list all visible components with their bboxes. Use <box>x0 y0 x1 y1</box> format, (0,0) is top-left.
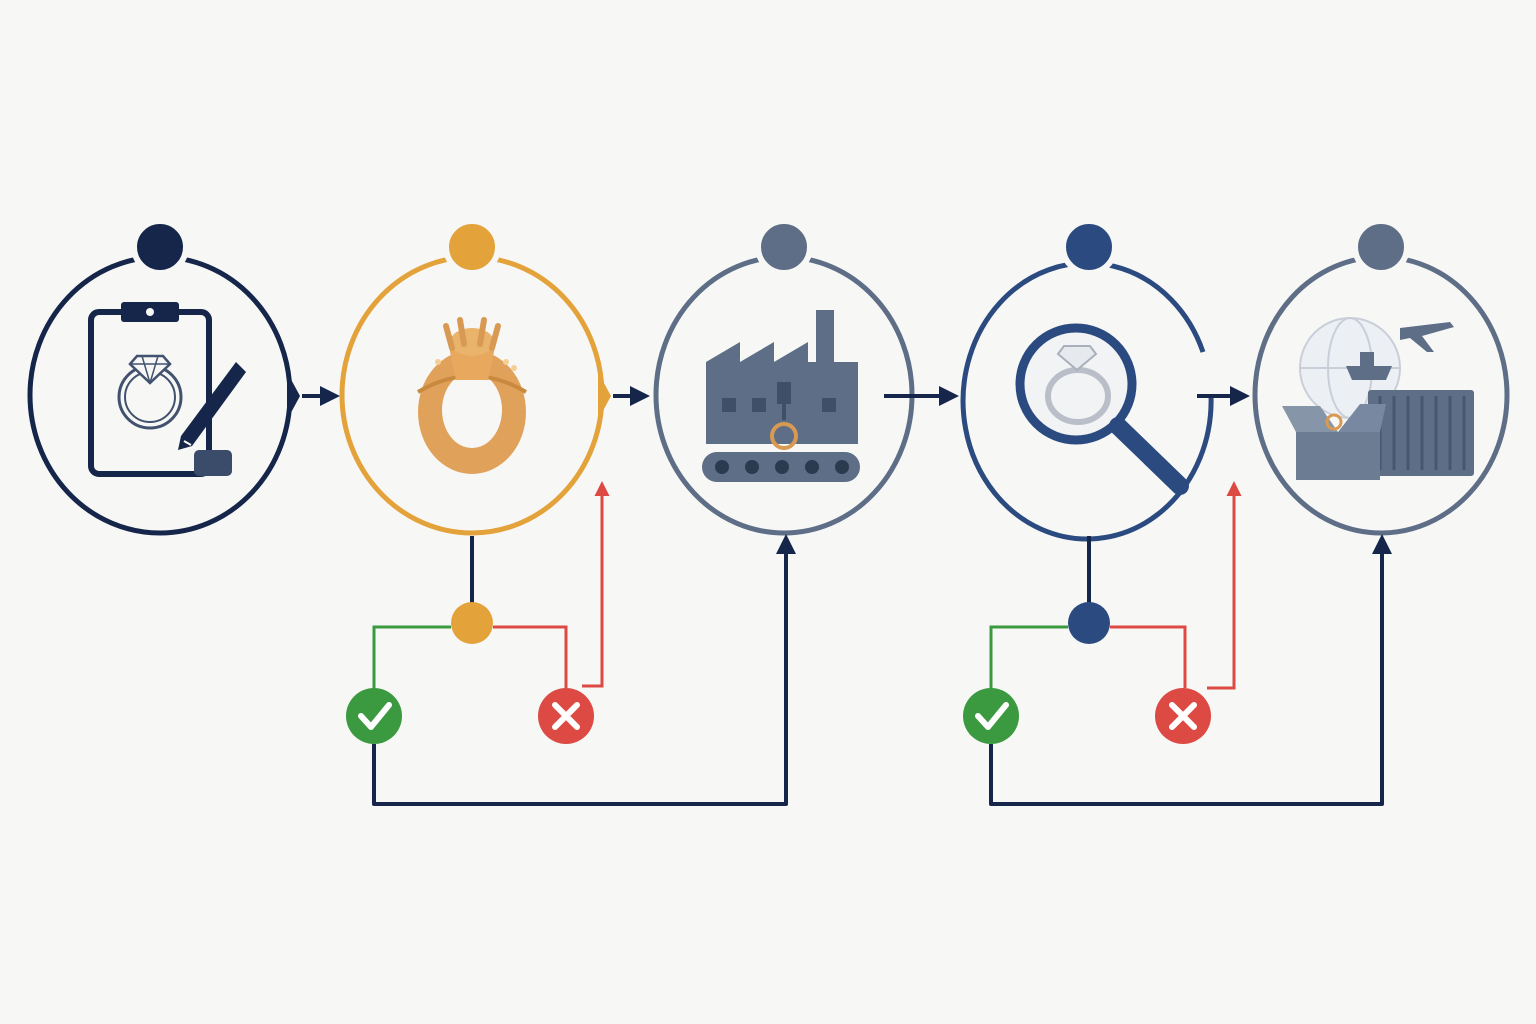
approve-arrow-to-manufacturing <box>372 534 796 806</box>
stage-design-node <box>131 218 189 276</box>
stage-prototype <box>339 218 605 536</box>
decision-node-prototype <box>451 602 493 644</box>
stage-inspection-node <box>1060 218 1118 276</box>
decision-prototype-review <box>346 481 796 806</box>
decision-node-inspection <box>1068 602 1110 644</box>
stage-design <box>27 218 293 536</box>
magnifier-ring-icon <box>1015 323 1189 495</box>
cross-icon <box>538 688 594 744</box>
decision-inspection-review <box>963 481 1392 806</box>
check-icon <box>963 688 1019 744</box>
stage-design-exit-notch <box>287 372 300 420</box>
clipboard-ring-sketch-icon <box>88 302 246 477</box>
stage-manufacturing-node <box>755 218 813 276</box>
factory-conveyor-icon <box>702 310 860 482</box>
cross-icon <box>1155 688 1211 744</box>
stage-shipping-node <box>1352 218 1410 276</box>
stage-manufacturing <box>653 218 915 536</box>
rework-arrow-inspection <box>1207 481 1242 690</box>
stage-prototype-node <box>443 218 501 276</box>
stage-shipping <box>1252 218 1510 536</box>
gold-ring-model-icon <box>416 317 528 474</box>
global-shipping-icon <box>1282 317 1474 480</box>
check-icon <box>346 688 402 744</box>
rework-arrow-prototype <box>582 481 610 688</box>
stage-inspection <box>960 218 1214 542</box>
stage-prototype-exit-notch <box>598 372 611 420</box>
approve-arrow-to-shipping <box>989 534 1392 806</box>
